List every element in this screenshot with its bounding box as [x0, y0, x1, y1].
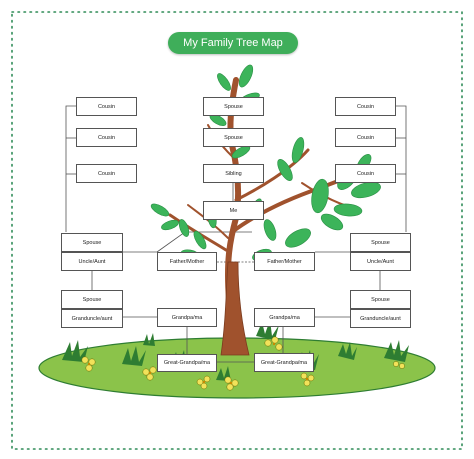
- spouse-box-left-2[interactable]: Spouse: [61, 290, 123, 309]
- great-grandparent-box-right[interactable]: Great-Grandpa/ma: [254, 353, 314, 372]
- cousin-box-right-3[interactable]: Cousin: [335, 164, 396, 183]
- granduncle-aunt-box-left[interactable]: Granduncle/aunt: [61, 309, 123, 328]
- cousin-box-right-1[interactable]: Cousin: [335, 97, 396, 116]
- grandparent-box-left[interactable]: Grandpa/ma: [157, 308, 217, 327]
- spouse-box-right[interactable]: Spouse: [350, 233, 411, 252]
- spouse-box-top-2[interactable]: Spouse: [203, 128, 264, 147]
- flower-centers: [87, 342, 309, 385]
- page-title: My Family Tree Map: [168, 32, 298, 54]
- father-mother-box-left[interactable]: Father/Mother: [157, 252, 217, 271]
- grandparent-box-right[interactable]: Grandpa/ma: [254, 308, 315, 327]
- spouse-box-left[interactable]: Spouse: [61, 233, 123, 252]
- uncle-aunt-box-left[interactable]: Uncle/Aunt: [61, 252, 123, 271]
- tree-trunk: [220, 261, 250, 356]
- spouse-box-top-1[interactable]: Spouse: [203, 97, 264, 116]
- flowers: [81, 336, 405, 391]
- cousin-box-right-2[interactable]: Cousin: [335, 128, 396, 147]
- sibling-box[interactable]: Sibling: [203, 164, 264, 183]
- uncle-aunt-box-right[interactable]: Uncle/Aunt: [350, 252, 411, 271]
- great-grandparent-box-left[interactable]: Great-Grandpa/ma: [157, 354, 217, 372]
- father-mother-box-right[interactable]: Father/Mother: [254, 252, 315, 271]
- spouse-box-right-2[interactable]: Spouse: [350, 290, 411, 309]
- granduncle-aunt-box-right[interactable]: Granduncle/aunt: [350, 309, 411, 328]
- cousin-box-left-2[interactable]: Cousin: [76, 128, 137, 147]
- cousin-box-left-1[interactable]: Cousin: [76, 97, 137, 116]
- page-border: [11, 11, 463, 450]
- me-box[interactable]: Me: [203, 201, 264, 220]
- cousin-box-left-3[interactable]: Cousin: [76, 164, 137, 183]
